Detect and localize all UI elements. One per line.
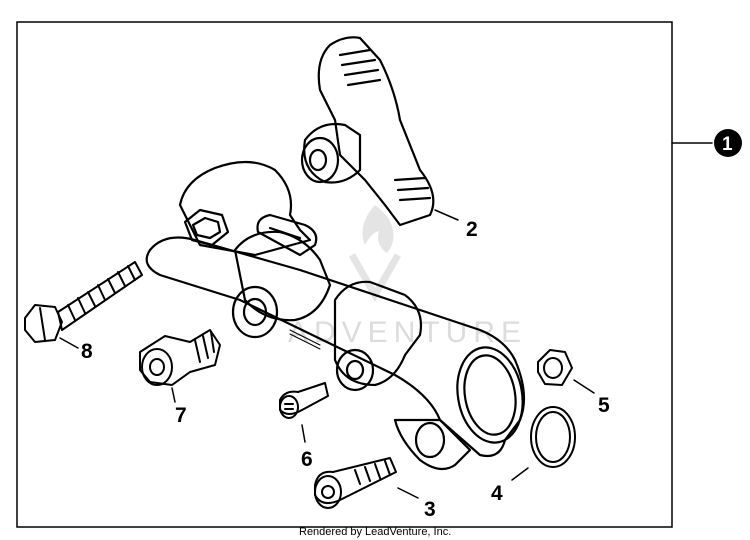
callout-7: 7 — [175, 404, 187, 427]
watermark: ADVENTURE — [288, 205, 527, 349]
clamp-body — [145, 160, 526, 471]
callout-6: 6 — [301, 448, 313, 471]
part-star-knob — [300, 36, 435, 227]
part-long-bolt — [24, 261, 143, 343]
assembly-badge: 1 — [714, 129, 742, 157]
part-socket-screw — [314, 457, 397, 509]
callout-2: 2 — [466, 218, 478, 241]
part-cap-screw — [279, 382, 329, 419]
part-adapter — [139, 329, 221, 386]
callout-3: 3 — [424, 498, 436, 521]
leader-lines — [59, 142, 713, 499]
callout-8: 8 — [81, 340, 93, 363]
part-nut — [537, 349, 573, 386]
part-o-ring — [530, 406, 576, 468]
watermark-text: ADVENTURE — [288, 316, 527, 349]
assembly-badge-number: 1 — [722, 134, 733, 155]
diagram-frame — [16, 21, 673, 528]
callout-5: 5 — [598, 394, 610, 417]
callout-4: 4 — [491, 482, 503, 505]
credit-line: Rendered by LeadVenture, Inc. — [299, 526, 451, 538]
